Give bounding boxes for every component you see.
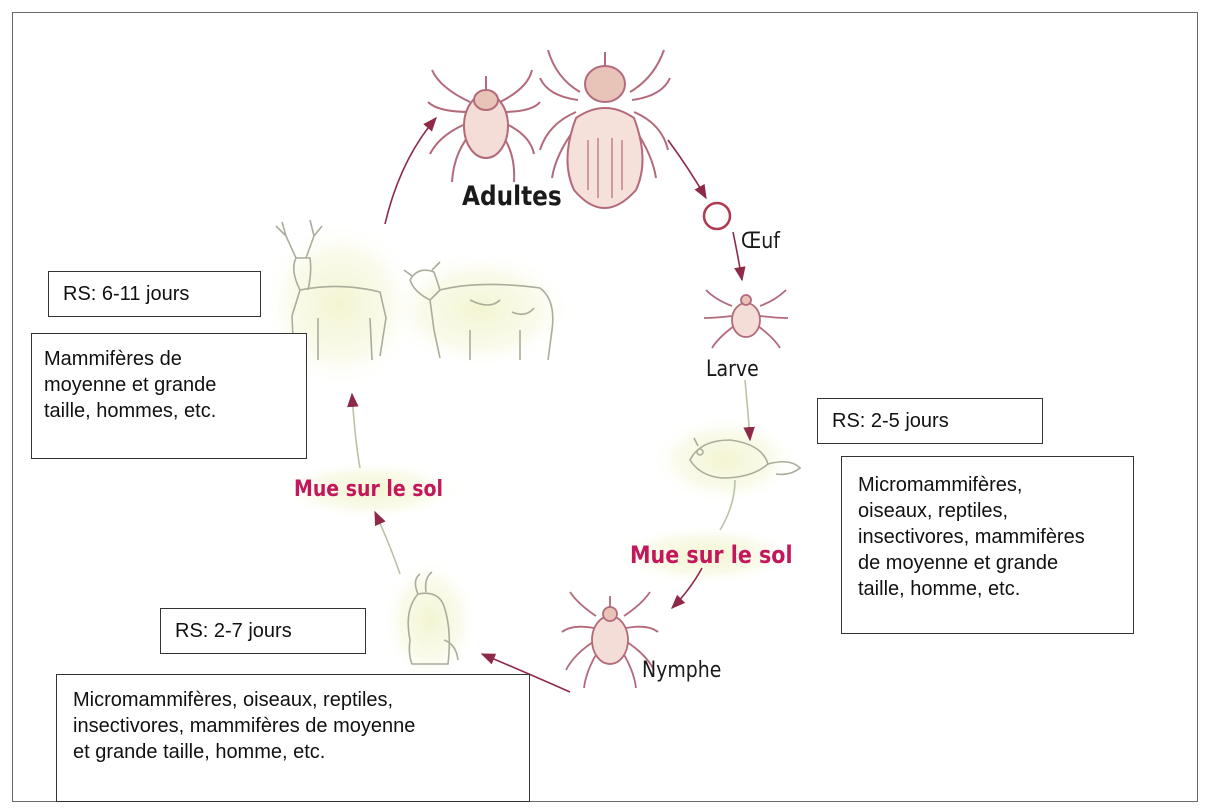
nymph-hosts-box: Micromammifères, oiseaux, reptiles, inse…	[56, 674, 530, 802]
nymph-rs-box: RS: 2-7 jours	[160, 608, 366, 654]
adult-rs-box: RS: 6-11 jours	[48, 271, 261, 317]
molt-label-right: Mue sur le sol	[630, 541, 793, 569]
adult-male-tick-icon	[428, 70, 540, 182]
larva-tick-icon	[704, 290, 788, 348]
mouse-glow	[650, 415, 800, 505]
molt-label-left: Mue sur le sol	[294, 477, 443, 502]
cow-glow	[385, 250, 575, 370]
stage-label-nymph: Nymphe	[642, 658, 721, 683]
adult-hosts-box: Mammifères de moyenne et grande taille, …	[31, 333, 307, 459]
arrow-deer-to-adult	[385, 118, 436, 224]
stage-label-adults: Adultes	[462, 181, 562, 212]
arrow-molt-to-deer	[352, 394, 360, 468]
stage-label-larva: Larve	[706, 357, 759, 382]
larva-rs-box: RS: 2-5 jours	[817, 398, 1043, 444]
egg-icon	[704, 203, 730, 229]
arrow-rabbit-to-molt	[375, 512, 400, 574]
arrow-adult-to-egg	[668, 140, 706, 198]
stage-label-egg: Œuf	[741, 229, 780, 254]
larva-hosts-box: Micromammifères, oiseaux, reptiles, inse…	[841, 456, 1134, 634]
